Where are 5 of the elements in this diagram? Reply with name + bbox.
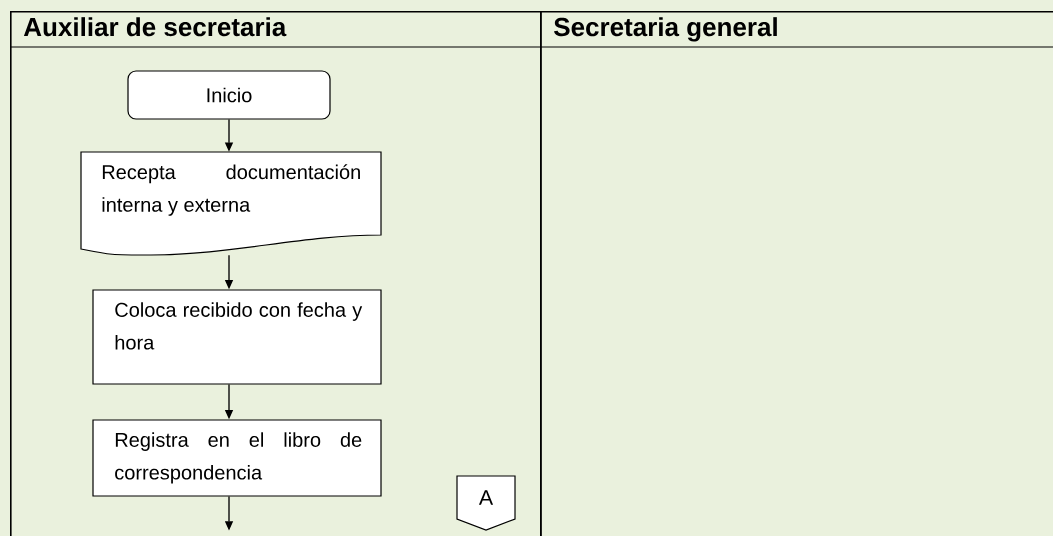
process-box: Coloca recibido con fecha y hora <box>92 289 382 385</box>
start-terminal: Inicio <box>127 70 331 120</box>
swimlane: Secretaria general <box>539 11 1053 536</box>
process-box: Registra en el libro de correspondencia <box>92 419 382 497</box>
off-page-connector: A <box>456 475 516 531</box>
